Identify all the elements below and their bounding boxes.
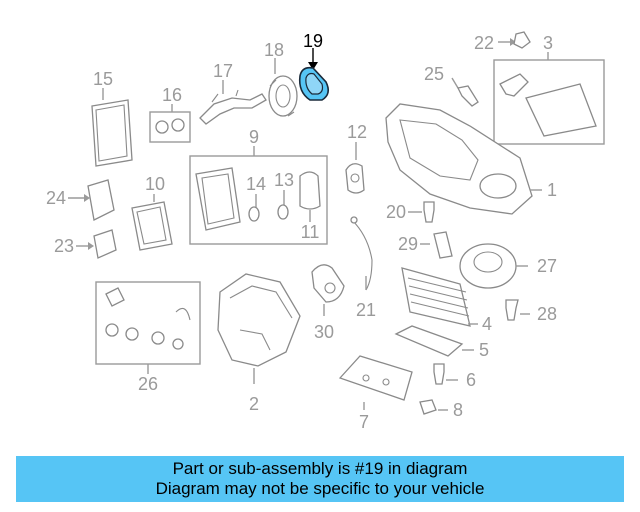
banner-line-2: Diagram may not be specific to your vehi… (155, 479, 485, 498)
part-25-screw (451, 77, 479, 107)
part-2-case (217, 273, 301, 384)
part-label-5: 5 (479, 340, 489, 360)
part-label-14: 14 (246, 174, 266, 194)
part-23-bracket (76, 229, 117, 259)
part-5-duct (394, 325, 474, 357)
part-label-22: 22 (474, 33, 494, 53)
part-27-blower-motor (459, 243, 528, 289)
part-21-cable (350, 216, 373, 291)
part-10-filter (131, 194, 173, 251)
part-16-plugs (149, 104, 191, 143)
part-info-banner: Part or sub-assembly is #19 in diagram D… (16, 456, 624, 502)
part-label-27: 27 (537, 256, 557, 276)
part-label-24: 24 (46, 188, 66, 208)
part-9-group (189, 146, 328, 245)
part-8-clip (419, 399, 448, 415)
part-label-7: 7 (359, 412, 369, 432)
part-19-gasket[interactable] (298, 48, 330, 101)
part-6-bolt (433, 363, 458, 385)
part-label-15: 15 (93, 69, 113, 89)
part-30-actuator (311, 264, 345, 316)
part-label-4: 4 (482, 314, 492, 334)
part-label-23: 23 (54, 236, 74, 256)
part-7-tray (338, 355, 413, 410)
part-24-module (68, 179, 115, 221)
part-label-18: 18 (264, 40, 284, 60)
part-12-sensor (345, 142, 365, 194)
part-17-tube (199, 80, 267, 125)
part-label-25: 25 (424, 64, 444, 84)
part-label-1: 1 (547, 180, 557, 200)
part-label-9: 9 (249, 127, 259, 147)
part-label-26: 26 (138, 374, 158, 394)
part-28-screw (505, 299, 530, 321)
part-3-group (493, 31, 605, 145)
part-label-11: 11 (301, 222, 320, 242)
part-label-30: 30 (314, 322, 334, 342)
part-label-10: 10 (145, 174, 165, 194)
part-label-19: 19 (303, 31, 323, 51)
part-15-filter (91, 88, 133, 167)
part-label-2: 2 (249, 394, 259, 414)
part-29-bracket (420, 231, 453, 259)
part-4-filter (401, 267, 478, 327)
part-label-6: 6 (466, 370, 476, 390)
part-label-12: 12 (347, 122, 367, 142)
part-1-housing (385, 103, 542, 215)
part-label-8: 8 (453, 400, 463, 420)
part-26-group (95, 281, 201, 374)
part-label-17: 17 (213, 61, 233, 81)
part-18-seal (268, 58, 298, 117)
part-label-16: 16 (162, 85, 182, 105)
part-20-bolt (408, 201, 435, 223)
part-label-20: 20 (386, 202, 406, 222)
part-label-3: 3 (543, 33, 553, 53)
part-label-21: 21 (356, 300, 376, 320)
part-label-28: 28 (537, 304, 557, 324)
part-label-13: 13 (274, 170, 294, 190)
part-label-29: 29 (398, 234, 418, 254)
banner-line-1: Part or sub-assembly is #19 in diagram (172, 459, 468, 478)
